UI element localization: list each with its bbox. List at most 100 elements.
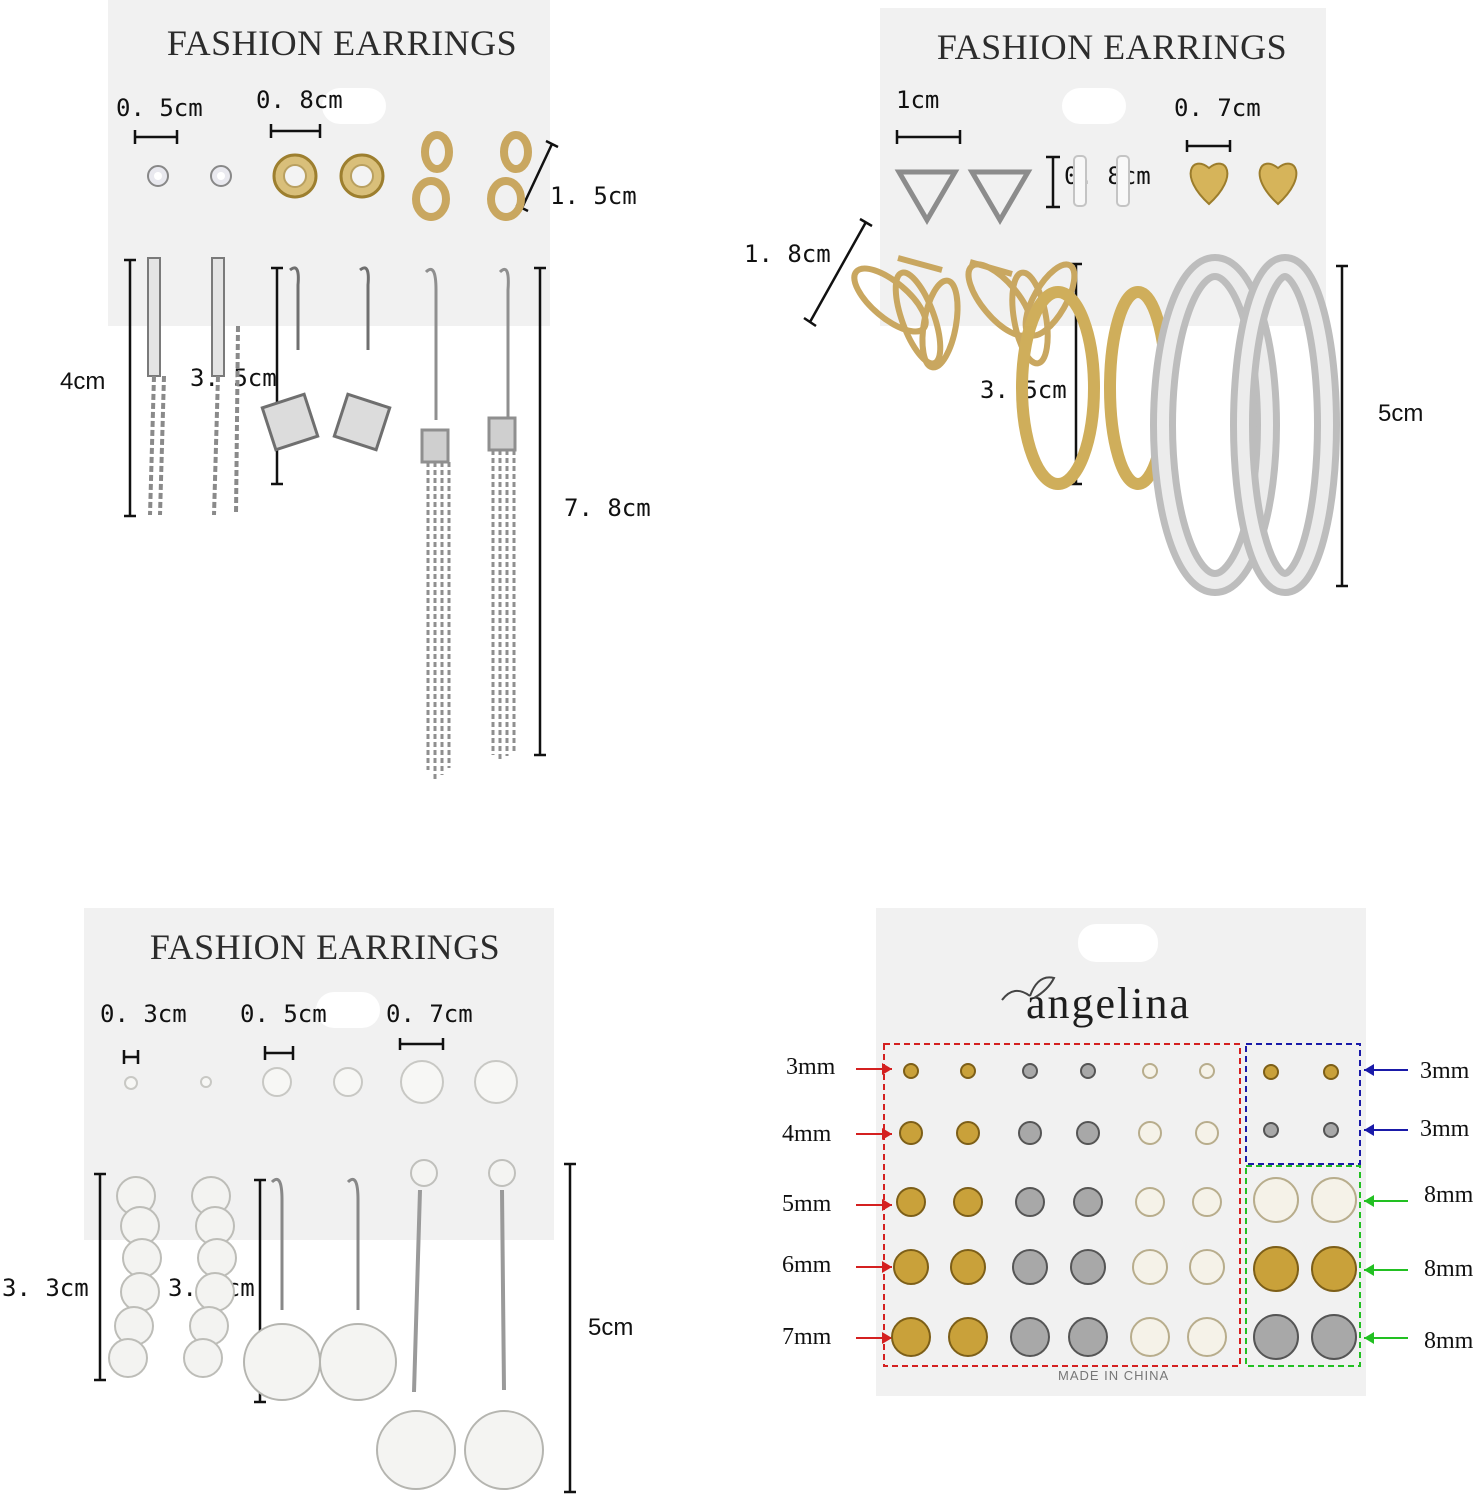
- red-arrow-icon: [856, 1199, 892, 1211]
- silver-ball-stud: [1010, 1317, 1050, 1357]
- card-title: FASHION EARRINGS: [936, 27, 1288, 67]
- crystal-stud: [1130, 1317, 1170, 1357]
- gold-ball-stud: [950, 1249, 986, 1285]
- size-label-cube-drop: 3. 5cm: [190, 364, 277, 392]
- silver-ball-stud: [1311, 1314, 1357, 1360]
- size-label-tassel: 7. 8cm: [564, 494, 651, 522]
- crystal-stud: [1253, 1177, 1299, 1223]
- crystal-stud-pair: [147, 165, 232, 187]
- hang-hole: [1078, 924, 1158, 962]
- gold-ball-stud: [948, 1317, 988, 1357]
- card-title: FASHION EARRINGS: [166, 23, 518, 63]
- earrings-top-left-illustration: [124, 124, 559, 780]
- size-label-left-row-5: 7mm: [782, 1324, 832, 1350]
- crystal-stud: [1192, 1187, 1222, 1217]
- silver-ball-stud: [1080, 1063, 1096, 1079]
- gold-lotus-earring-pair: [851, 255, 1078, 371]
- angel-wings-icon: [1001, 976, 1056, 1001]
- size-label-triangle: 1cm: [896, 86, 940, 114]
- size-label-pearl-hoop: 3. 3cm: [2, 1274, 89, 1302]
- long-pearl-drop-earring-pair: [376, 1159, 544, 1490]
- gold-ball-stud: [1253, 1246, 1299, 1292]
- triangle-stud-pair: [894, 169, 1033, 225]
- gold-round-stud-pair: [272, 153, 385, 199]
- red-arrow-icon: [856, 1332, 892, 1344]
- red-group-box: [883, 1043, 1241, 1367]
- red-arrow-icon: [856, 1261, 892, 1273]
- brand-logo-text: angelina: [1026, 979, 1192, 1028]
- card-title: FASHION EARRINGS: [149, 927, 501, 967]
- cube-drop-earring-pair: [260, 266, 392, 452]
- crystal-stud: [1138, 1121, 1162, 1145]
- gold-ball-stud: [903, 1063, 919, 1079]
- gold-ball-stud: [1323, 1064, 1339, 1080]
- gold-ball-stud: [960, 1063, 976, 1079]
- size-label-lotus: 1. 8cm: [744, 240, 831, 268]
- earrings-bottom-left-illustration: [94, 1038, 576, 1494]
- earring-card-top-right: [880, 8, 1326, 326]
- silver-ball-stud: [1070, 1249, 1106, 1285]
- blue-arrow-icon: [1364, 1124, 1408, 1136]
- green-group-box: [1245, 1165, 1361, 1367]
- silver-ball-stud: [1022, 1063, 1038, 1079]
- gold-ball-stud: [956, 1121, 980, 1145]
- size-label-pearl-large: 0. 7cm: [386, 1000, 473, 1028]
- gold-ball-stud: [953, 1187, 983, 1217]
- silver-ball-stud: [1015, 1187, 1045, 1217]
- size-label-heart: 0. 7cm: [1174, 94, 1261, 122]
- size-label-right-row-4: 8mm: [1424, 1256, 1474, 1282]
- gold-heart-stud-pair: [1189, 162, 1298, 206]
- gold-ball-stud: [899, 1121, 923, 1145]
- red-arrow-icon: [856, 1128, 892, 1140]
- crystal-stud: [1142, 1063, 1158, 1079]
- pearl-stud-row: [124, 1060, 518, 1104]
- silver-ball-stud: [1323, 1122, 1339, 1138]
- clear-bar-stud-pair: [1073, 155, 1130, 207]
- gold-ball-stud: [891, 1317, 931, 1357]
- measure-brackets: [124, 124, 559, 757]
- size-label-left-row-4: 6mm: [782, 1252, 832, 1278]
- size-label-bar-chain: 4cm: [60, 368, 106, 395]
- made-in-china-text: MADE IN CHINA: [1058, 1368, 1170, 1383]
- size-label-left-row-2: 4mm: [782, 1121, 832, 1147]
- silver-hoop-earring-pair: [1150, 254, 1340, 596]
- earring-card-top-left: [108, 0, 550, 326]
- gold-infinity-stud-pair: [412, 131, 532, 221]
- size-label-pearl-medium: 0. 5cm: [240, 1000, 327, 1028]
- size-label-stud-round: 0. 8cm: [256, 86, 343, 114]
- crystal-stud: [1199, 1063, 1215, 1079]
- size-label-silver-hoop: 5cm: [1378, 400, 1424, 427]
- silver-ball-stud: [1253, 1314, 1299, 1360]
- silver-ball-stud: [1073, 1187, 1103, 1217]
- blue-group-box: [1245, 1043, 1361, 1165]
- size-label-pearl-long: 5cm: [588, 1314, 634, 1341]
- green-arrow-icon: [1364, 1332, 1408, 1344]
- size-label-stud-small: 0. 5cm: [116, 94, 203, 122]
- green-arrow-icon: [1364, 1264, 1408, 1276]
- crystal-stud: [1311, 1177, 1357, 1223]
- crystal-stud: [1135, 1187, 1165, 1217]
- earring-card-bottom-right: [876, 908, 1366, 1396]
- gold-ball-stud: [896, 1187, 926, 1217]
- size-label-right-row-5: 8mm: [1424, 1328, 1474, 1354]
- gold-ball-stud: [893, 1249, 929, 1285]
- gold-ball-stud: [1263, 1064, 1279, 1080]
- hang-hole: [316, 992, 380, 1028]
- size-label-pearl-small: 0. 3cm: [100, 1000, 187, 1028]
- red-arrow-icon: [856, 1063, 892, 1075]
- silver-ball-stud: [1068, 1317, 1108, 1357]
- size-label-infinity: 1. 5cm: [550, 182, 637, 210]
- tassel-earring-pair: [420, 267, 517, 780]
- crystal-stud: [1132, 1249, 1168, 1285]
- size-label-left-row-3: 5mm: [782, 1191, 832, 1217]
- size-label-right-row-2: 3mm: [1420, 1116, 1470, 1142]
- green-arrow-icon: [1364, 1195, 1408, 1207]
- crystal-stud: [1187, 1317, 1227, 1357]
- silver-ball-stud: [1263, 1122, 1279, 1138]
- pearl-hoop-earring-pair: [108, 1176, 237, 1378]
- size-label-right-row-3: 8mm: [1424, 1182, 1474, 1208]
- hang-hole: [1062, 88, 1126, 124]
- size-label-left-row-1: 3mm: [786, 1054, 836, 1080]
- silver-ball-stud: [1012, 1249, 1048, 1285]
